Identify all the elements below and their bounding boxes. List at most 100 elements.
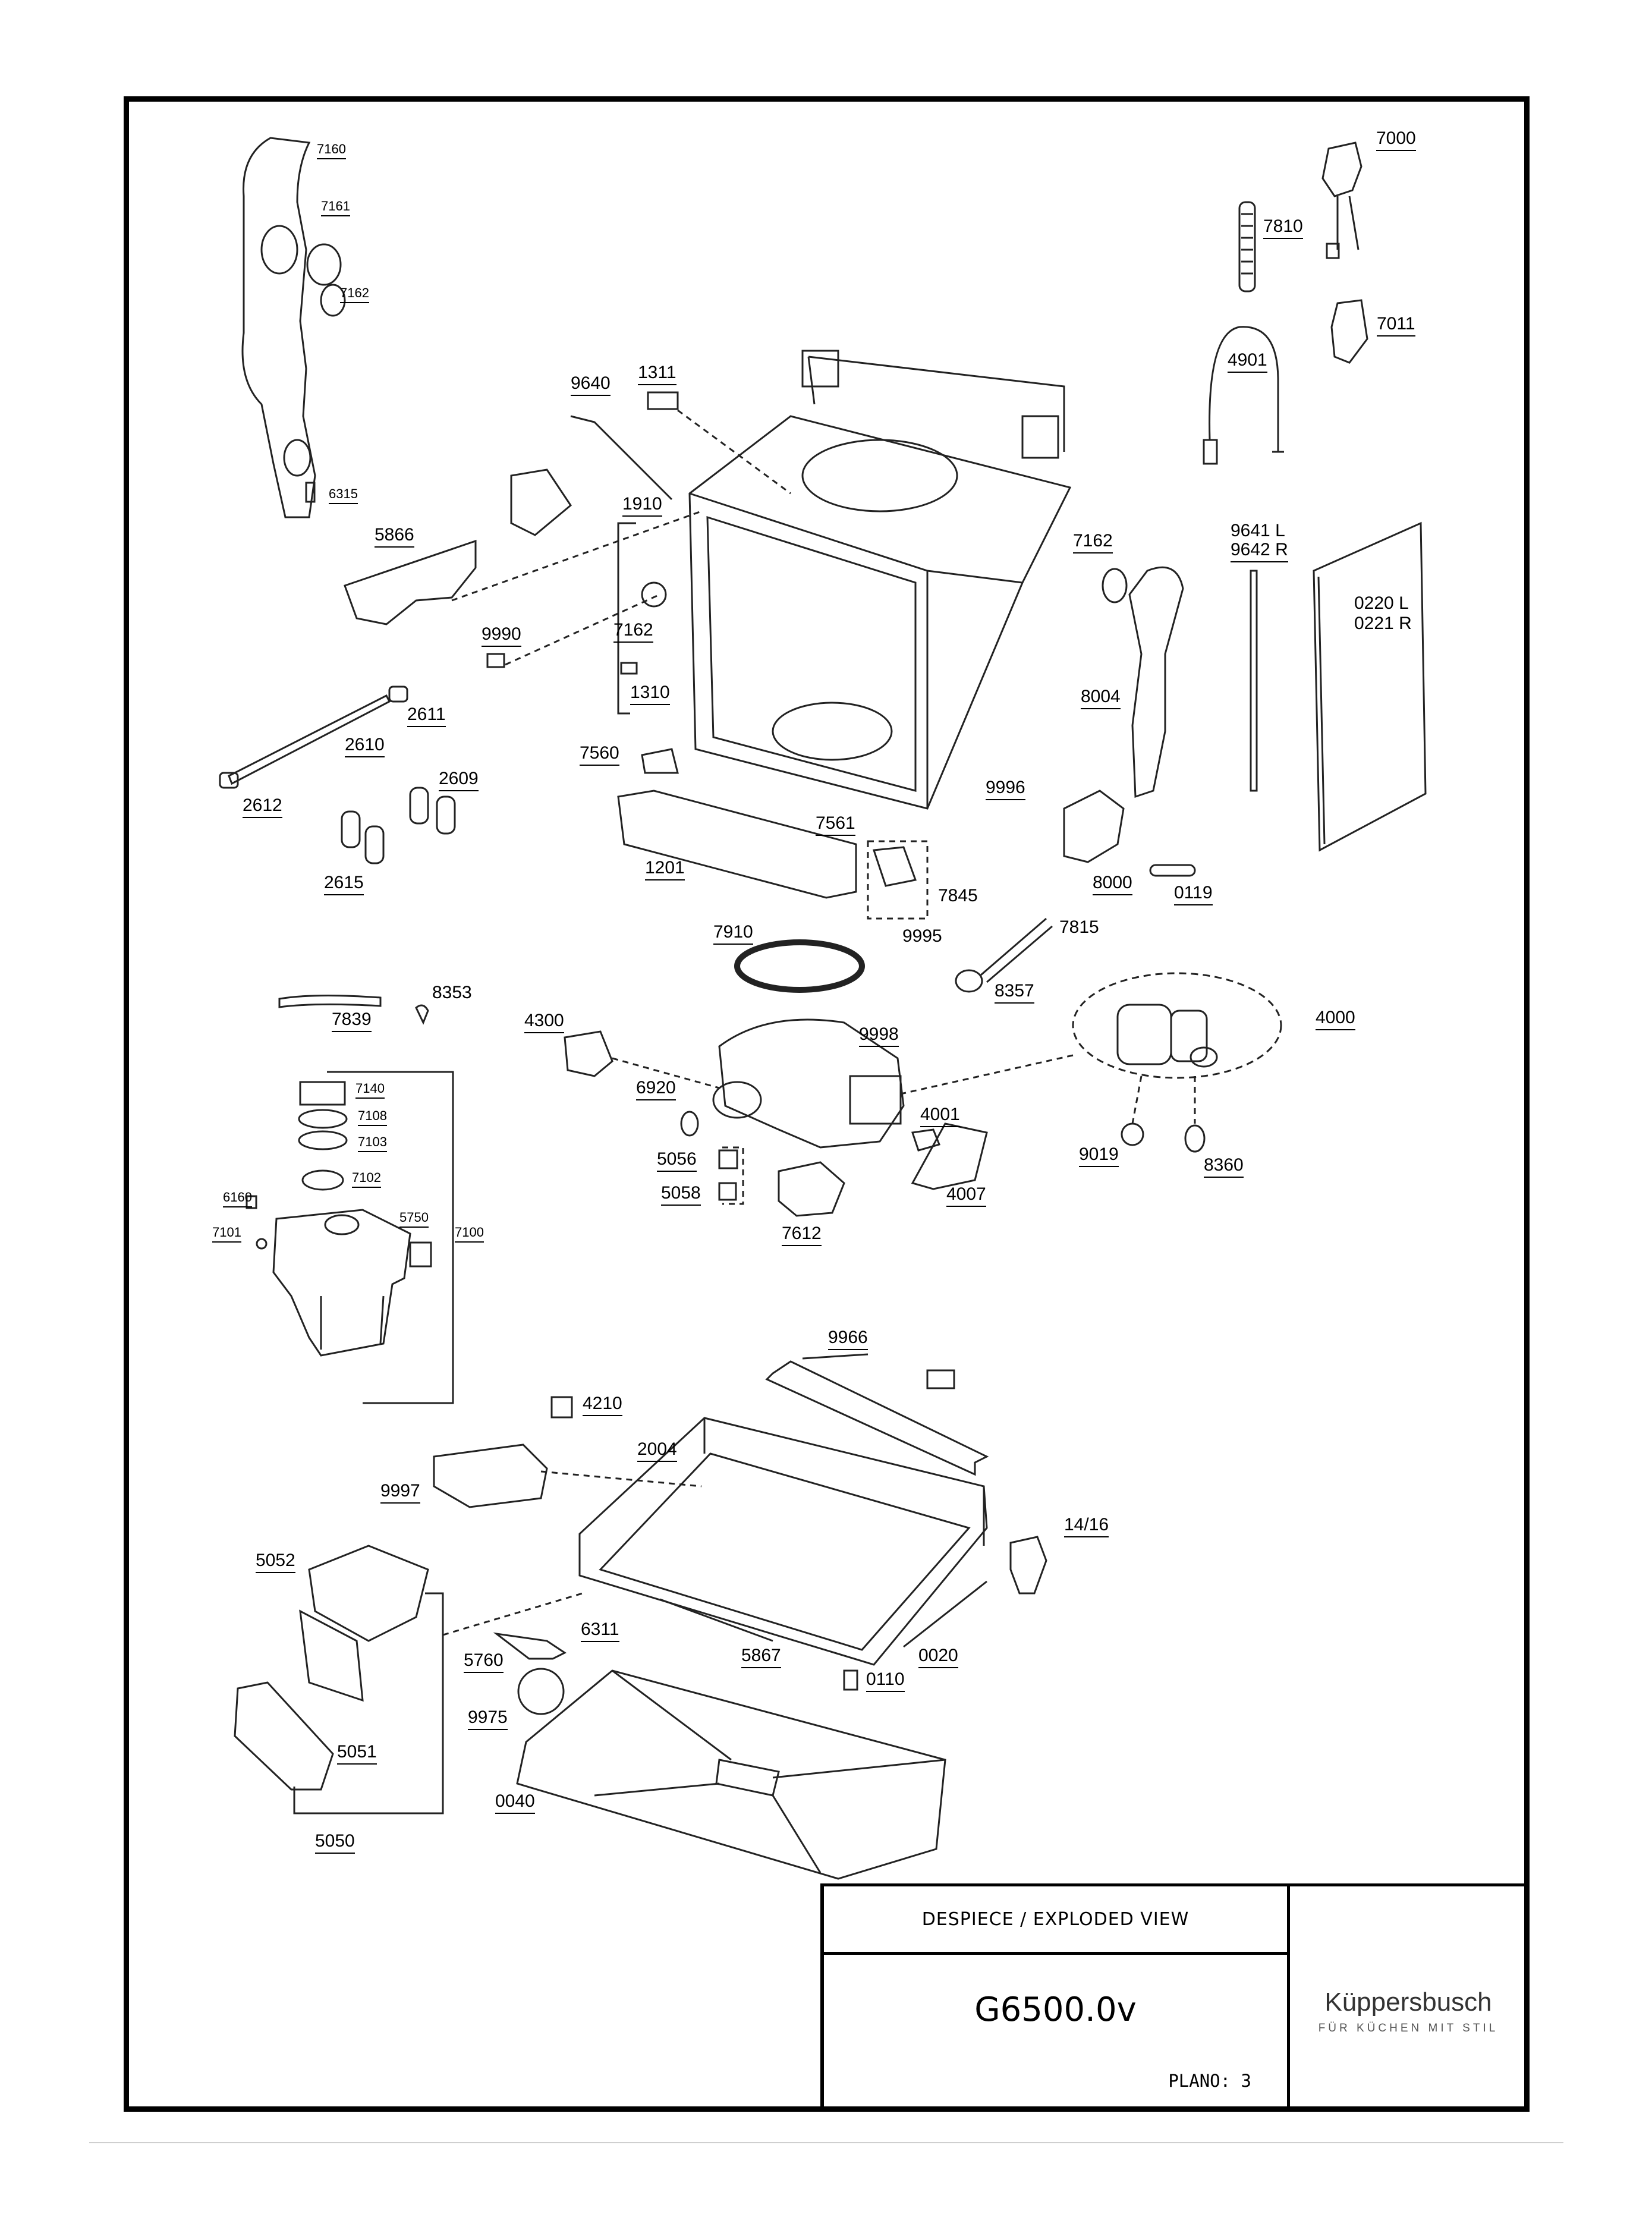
part-5052-frame bbox=[308, 1545, 429, 1642]
part-1311-clip bbox=[647, 391, 679, 410]
part-label-5056: 5056 bbox=[657, 1150, 697, 1172]
part-7000-valve bbox=[1321, 141, 1362, 259]
page-bottom-rule bbox=[89, 2142, 1563, 2143]
part-label-8004: 8004 bbox=[1081, 688, 1121, 709]
part-label-6311: 6311 bbox=[581, 1621, 619, 1642]
part-label-5867: 5867 bbox=[741, 1647, 781, 1668]
part-9966-beam bbox=[765, 1360, 989, 1476]
title-block-view-title: DESPIECE / EXPLODED VIEW bbox=[820, 1883, 1290, 1955]
part-label-1310: 1310 bbox=[630, 684, 670, 705]
part-label-5058: 5058 bbox=[661, 1184, 701, 1206]
part-label-9990: 9990 bbox=[482, 625, 521, 647]
part-7810-hose bbox=[1238, 201, 1256, 293]
part-8000-housing bbox=[1063, 790, 1125, 863]
model-number: G6500.0v bbox=[974, 1990, 1137, 2029]
part-7160-spray-arm-side bbox=[241, 137, 316, 518]
leader-5056 bbox=[722, 1146, 744, 1205]
part-7162-nut bbox=[320, 284, 346, 317]
part-label-7810: 7810 bbox=[1263, 218, 1303, 239]
part-4210-sensor bbox=[550, 1396, 573, 1419]
part-label-1416: 14/16 bbox=[1064, 1516, 1109, 1537]
part-8360-clamp bbox=[1184, 1124, 1206, 1153]
part-5050-bracket-line bbox=[293, 1592, 444, 1814]
title-block-model: G6500.0v PLANO: 3 bbox=[820, 1955, 1290, 2112]
part-0110-foot bbox=[843, 1669, 858, 1691]
part-7100-softener bbox=[246, 1081, 432, 1357]
part-tub bbox=[688, 350, 1072, 810]
part-8357-clamp bbox=[955, 969, 983, 993]
part-9975-filter bbox=[517, 1668, 565, 1715]
part-8353-clip bbox=[415, 1004, 429, 1025]
part-7100-bracket-line bbox=[327, 1071, 454, 1404]
part-label-5052: 5052 bbox=[256, 1552, 295, 1573]
part-label-7845: 7845 bbox=[938, 886, 978, 905]
part-2004-base-frame bbox=[578, 1417, 988, 1666]
part-label-8000: 8000 bbox=[1093, 874, 1132, 895]
part-label-7103: 7103 bbox=[358, 1136, 387, 1152]
part-label-9019: 9019 bbox=[1079, 1146, 1119, 1167]
part-1910-gasket bbox=[617, 522, 636, 715]
part-label-2611: 2611 bbox=[407, 706, 446, 727]
part-label-7160: 7160 bbox=[317, 143, 346, 159]
title-block-brand: Küppersbusch FÜR KÜCHEN MIT STIL bbox=[1290, 1883, 1530, 2112]
part-9990-clip bbox=[486, 653, 505, 668]
part-9641-rod bbox=[1250, 570, 1258, 792]
part-4901-cable bbox=[1203, 326, 1284, 465]
part-label-0040: 0040 bbox=[495, 1792, 535, 1814]
part-label-0119: 0119 bbox=[1174, 884, 1213, 905]
part-label-0220: 0220 L bbox=[1354, 593, 1409, 613]
part-control-board bbox=[299, 1609, 364, 1702]
part-label-9642: 9642 R bbox=[1231, 541, 1288, 562]
part-label-7108: 7108 bbox=[358, 1109, 387, 1126]
part-7162-ring-right bbox=[1102, 568, 1128, 603]
part-label-6315: 6315 bbox=[329, 488, 358, 504]
brand-tagline: FÜR KÜCHEN MIT STIL bbox=[1318, 2022, 1499, 2034]
part-7560-hinge bbox=[641, 748, 679, 774]
part-2611-cap bbox=[388, 685, 408, 703]
part-label-7561: 7561 bbox=[816, 814, 855, 836]
part-1310-clip bbox=[620, 662, 638, 675]
leader-4300 bbox=[612, 1057, 720, 1089]
part-7011-bracket bbox=[1330, 299, 1368, 364]
part-9997-module bbox=[433, 1444, 548, 1508]
part-label-8360: 8360 bbox=[1204, 1156, 1244, 1178]
part-label-0110: 0110 bbox=[866, 1671, 905, 1692]
part-5867-strip bbox=[659, 1598, 773, 1642]
part-1201-door-bracket bbox=[617, 790, 857, 899]
part-7561-hinge bbox=[872, 846, 917, 887]
part-4007-bracket bbox=[911, 1122, 988, 1190]
part-label-5050: 5050 bbox=[315, 1832, 355, 1854]
leader-7845 bbox=[867, 840, 929, 920]
part-label-9640: 9640 bbox=[571, 375, 611, 396]
part-label-5866: 5866 bbox=[375, 526, 414, 548]
part-label-2615: 2615 bbox=[324, 874, 364, 895]
leader-5866 bbox=[451, 510, 702, 602]
part-label-7140: 7140 bbox=[355, 1082, 385, 1099]
part-label-7102: 7102 bbox=[352, 1171, 381, 1188]
part-label-9996: 9996 bbox=[986, 779, 1025, 800]
part-label-9975: 9975 bbox=[468, 1709, 508, 1730]
part-label-7162-right: 7162 bbox=[1073, 532, 1113, 554]
part-label-8357: 8357 bbox=[995, 982, 1034, 1004]
part-0220-side-panel bbox=[1313, 521, 1427, 852]
part-7815-hose bbox=[980, 917, 1053, 983]
part-label-2612: 2612 bbox=[243, 797, 282, 818]
part-4000-pump bbox=[1116, 1004, 1218, 1068]
part-5051-frame bbox=[234, 1681, 334, 1791]
part-label-4000: 4000 bbox=[1316, 1009, 1355, 1030]
part-label-7162: 7162 bbox=[340, 287, 369, 303]
part-label-9997: 9997 bbox=[380, 1482, 420, 1504]
part-2612-cap bbox=[219, 772, 239, 789]
part-label-5760: 5760 bbox=[464, 1652, 504, 1673]
part-0119-clip bbox=[1149, 864, 1196, 877]
part-0040-base-tray bbox=[516, 1669, 946, 1880]
part-label-7101: 7101 bbox=[212, 1226, 241, 1243]
plano-number: PLANO: 3 bbox=[1168, 2071, 1251, 2091]
part-6315-clip bbox=[305, 482, 316, 503]
part-5056-clip bbox=[718, 1149, 738, 1169]
part-7612-pump bbox=[778, 1161, 845, 1217]
part-9966-clips bbox=[802, 1353, 869, 1360]
part-4000-boundary bbox=[1072, 972, 1282, 1079]
part-label-1201: 1201 bbox=[645, 859, 685, 880]
